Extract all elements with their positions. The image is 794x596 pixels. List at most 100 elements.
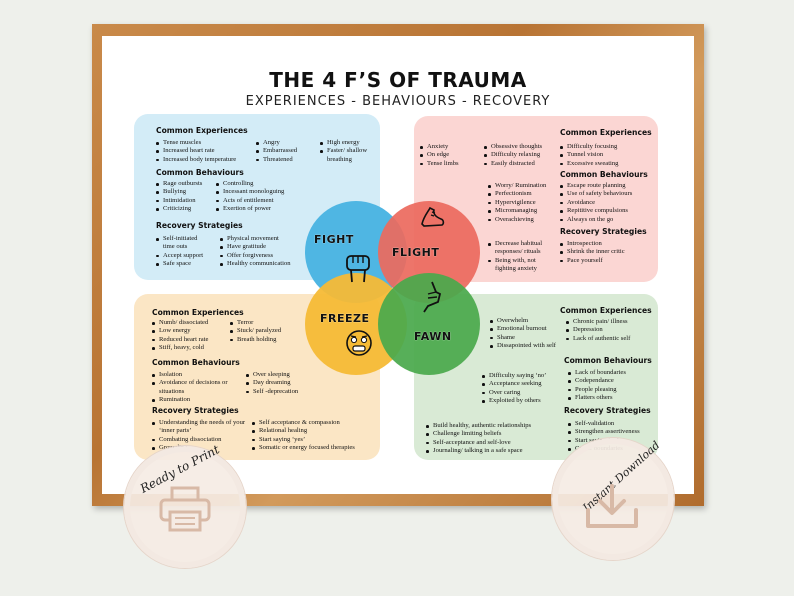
list-item: Faster/ shallow breathing (320, 147, 378, 164)
list-item: Easily distracted (484, 160, 542, 168)
list-item: Pace yourself (560, 257, 636, 265)
list-item: Over caring (482, 389, 546, 397)
list-item: Repititive compulsions (560, 207, 632, 215)
fawn-recovery-heading: Recovery Strategies (564, 406, 651, 415)
flight-behaviours-heading: Common Behaviours (560, 170, 648, 179)
list-item: Lack of boundaries (568, 369, 626, 377)
list-item: Incessant monologuing (216, 188, 284, 196)
list-item: Tense limbs (420, 160, 459, 168)
list-item: Self acceptance & compassion (252, 419, 355, 427)
list-item: Lack of authentic self (566, 335, 630, 343)
list-item: Overwhelm (490, 317, 556, 325)
list-item: Flatters others (568, 394, 626, 402)
list-item: Accept support (156, 252, 210, 260)
list-item: Physical movement (220, 235, 291, 243)
poster-title: THE 4 F’S OF TRAUMA (269, 68, 527, 92)
list-item: Decrease habitual responses/ rituals (488, 240, 556, 257)
list-item: Depression (566, 326, 630, 334)
list-item: Emotional burnout (490, 325, 556, 333)
list-item: Worry/ Rumination (488, 182, 546, 190)
fawn-circle (378, 273, 480, 375)
list-item: Threatened (256, 156, 297, 164)
list-item: Over sleeping (246, 371, 298, 379)
raised-fist-icon (346, 255, 370, 283)
list-item: Start saying ‘yes’ (252, 436, 355, 444)
list-item: Exploited by others (482, 397, 546, 405)
list-item: Reduced heart rate (152, 336, 208, 344)
list-item: Increased heart rate (156, 147, 236, 155)
list-item: Difficulty focusing (560, 143, 618, 151)
flight-experiences-heading: Common Experiences (560, 128, 652, 137)
flight-recovery-heading: Recovery Strategies (560, 227, 647, 236)
list-item: Overachieving (488, 216, 546, 224)
instant-download-badge: Instant Download (552, 438, 674, 560)
printer-icon (159, 486, 211, 532)
list-item: High energy (320, 139, 378, 147)
pointing-hand-icon (423, 281, 442, 313)
list-item: Perfectionism (488, 190, 546, 198)
list-item: Increased body temperature (156, 156, 236, 164)
list-item: Bullying (156, 188, 202, 196)
fight-behaviours-heading: Common Behaviours (156, 168, 244, 177)
list-item: Understanding the needs of your ‘inner p… (152, 419, 248, 436)
list-item: Isolation (152, 371, 240, 379)
list-item: Strengthen assertiveness (568, 428, 640, 436)
list-item: Combating dissociation (152, 436, 248, 444)
list-item: Tense muscles (156, 139, 236, 147)
list-item: Use of safety behaviours (560, 190, 632, 198)
list-item: Excessive sweating (560, 160, 618, 168)
list-item: Hypervigilence (488, 199, 546, 207)
list-item: Anxiety (420, 143, 459, 151)
list-item: Breath holding (230, 336, 281, 344)
list-item: Self -deprecation (246, 388, 298, 396)
list-item: Avoidance of decisions or situations (152, 379, 240, 396)
fawn-behaviours-list-1: Difficulty saying ‘no’Acceptance seeking… (482, 372, 546, 406)
fight-label: FIGHT (314, 233, 354, 246)
list-item: Low energy (152, 327, 208, 335)
list-item: Shame (490, 334, 556, 342)
list-item: Acts of entitlement (216, 197, 284, 205)
list-item: Build healthy, authentic relationships (426, 422, 531, 430)
list-item: Day dreaming (246, 379, 298, 387)
fawn-behaviours-heading: Common Behaviours (564, 356, 652, 365)
list-item: Being with, not fighting anxiety (488, 257, 556, 274)
flight-label: FLIGHT (392, 246, 440, 259)
list-item: On edge (420, 151, 459, 159)
list-item: Shrink the inner critic (560, 248, 636, 256)
list-item: Safe space (156, 260, 210, 268)
list-item: Intimidation (156, 197, 202, 205)
list-item: Terror (230, 319, 281, 327)
freeze-recovery-heading: Recovery Strategies (152, 406, 239, 415)
running-shoe-icon (421, 206, 445, 227)
poster-subtitle: EXPERIENCES - BEHAVIOURS - RECOVERY (245, 94, 551, 109)
list-item: Difficulty saying ‘no’ (482, 372, 546, 380)
ready-to-print-badge: Ready to Print (124, 442, 246, 568)
fawn-label: FAWN (414, 330, 452, 343)
list-item: Have gratitude (220, 243, 291, 251)
list-item: Somatic or energy focused therapies (252, 444, 355, 452)
list-item: Self-validation (568, 420, 640, 428)
list-item: Tunnel vision (560, 151, 618, 159)
list-item: Codependance (568, 377, 626, 385)
list-item: Numb/ dissociated (152, 319, 208, 327)
list-item: Relational healing (252, 427, 355, 435)
list-item: Journaling/ talking in a safe space (426, 447, 531, 455)
list-item: Obsessive thoughts (484, 143, 542, 151)
list-item: Acceptance seeking (482, 380, 546, 388)
frightened-face-icon (346, 330, 372, 356)
freeze-label: FREEZE (320, 312, 370, 325)
